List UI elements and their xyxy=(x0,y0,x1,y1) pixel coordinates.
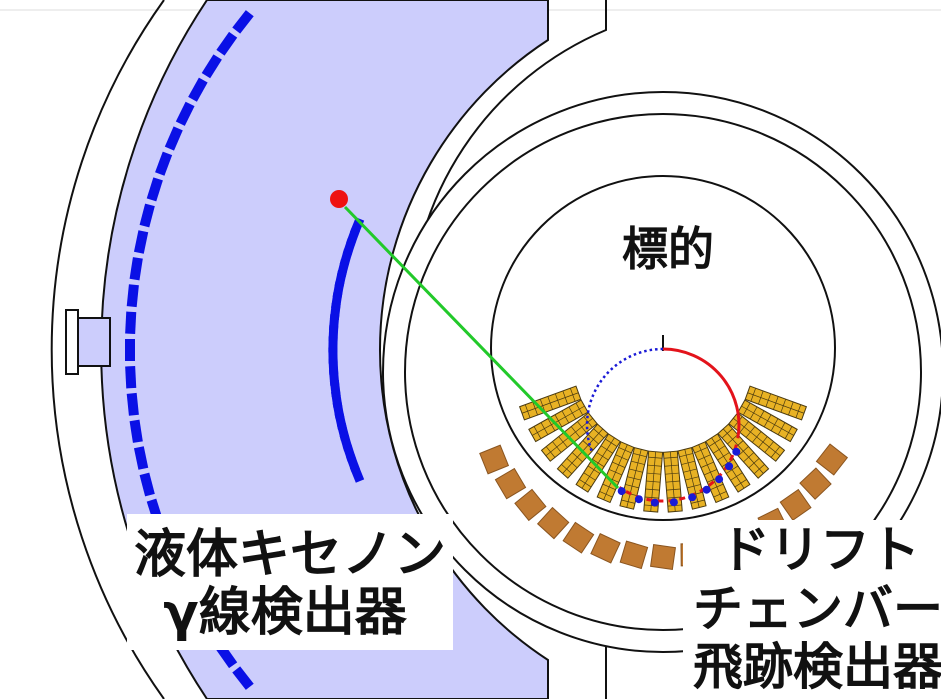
lxe-inner-pmt-array xyxy=(328,217,365,483)
outer-pmt xyxy=(216,644,238,669)
positron-track-red xyxy=(662,347,741,439)
drift-chamber-module xyxy=(596,441,635,504)
outer-pmt xyxy=(129,419,143,443)
timing-counter-block xyxy=(479,444,510,475)
drift-chamber-module xyxy=(744,385,808,421)
lxe-cryostat-outer xyxy=(50,0,165,699)
outer-pmt xyxy=(133,446,149,470)
drift-chamber-module xyxy=(518,385,582,421)
dc-hit xyxy=(715,475,724,484)
drift-chamber-module xyxy=(717,423,770,479)
timing-counter-block xyxy=(562,521,595,554)
outer-pmt xyxy=(125,311,137,335)
outer-pmt xyxy=(155,151,173,176)
dc-hit xyxy=(732,447,741,456)
timing-counter-block xyxy=(536,506,570,540)
dc-hit xyxy=(650,498,659,507)
lxe-feedthrough xyxy=(77,317,111,367)
dc-hit xyxy=(725,462,734,471)
drift-chamber-module xyxy=(737,399,798,443)
drift-chamber-module xyxy=(575,433,621,493)
lxe-flange xyxy=(65,309,79,375)
gamma-ray-track xyxy=(343,205,620,490)
dc-hit xyxy=(702,485,711,494)
timing-counter-block xyxy=(650,544,676,570)
drift-chamber-module xyxy=(528,399,589,443)
dc-label-plate xyxy=(683,520,941,699)
drift-chamber-module xyxy=(662,450,683,513)
timing-counter-block xyxy=(514,488,547,522)
dc-label-line3: 飛跡検出器 xyxy=(693,638,941,696)
dc-hit xyxy=(634,495,643,504)
timing-counter-block xyxy=(815,443,849,476)
timing-counter-block xyxy=(494,467,527,500)
timing-counter-block xyxy=(799,467,832,500)
gamma-hit-point xyxy=(330,190,348,208)
outer-pmt xyxy=(216,31,238,56)
outer-pmt xyxy=(201,54,222,79)
outer-pmt xyxy=(126,284,139,308)
dc-label-line1: ドリフト xyxy=(720,521,920,579)
outer-pmt xyxy=(126,392,139,416)
drift-chamber-module xyxy=(619,446,649,510)
target-label: 標的 xyxy=(622,222,714,276)
timing-counter-block xyxy=(619,540,649,570)
drift-chamber-system xyxy=(382,91,941,653)
outer-pmt xyxy=(232,10,254,34)
drift-chamber-module xyxy=(691,441,730,504)
timing-counter-block xyxy=(590,533,621,564)
outer-pmt xyxy=(139,472,155,497)
lxe-label-line2: γ線検出器 xyxy=(163,583,407,643)
timing-counter-block xyxy=(779,488,812,521)
outer-pmt xyxy=(125,365,137,389)
outer-pmt xyxy=(232,666,254,690)
outer-pmt xyxy=(188,77,208,102)
outer-pmt xyxy=(129,257,143,281)
outer-pmt xyxy=(164,126,183,151)
outer-pmt xyxy=(175,101,195,126)
dc-hit xyxy=(617,487,626,496)
dc-hit xyxy=(669,498,678,507)
drift-chamber-module xyxy=(677,446,707,510)
lxe-label-line1: 液体キセノン xyxy=(134,525,446,585)
lxe-label-plate xyxy=(127,514,453,650)
dc-hit xyxy=(688,493,697,502)
outer-pmt xyxy=(139,203,155,228)
inner-pmt xyxy=(349,464,365,483)
outer-pmt xyxy=(125,339,135,361)
outer-pmt xyxy=(146,177,163,202)
drift-chamber-hits xyxy=(617,447,741,507)
dc-label-line2: チェンバー xyxy=(693,580,941,638)
positron-track-dotted xyxy=(585,347,664,452)
outer-pmt xyxy=(133,230,149,254)
